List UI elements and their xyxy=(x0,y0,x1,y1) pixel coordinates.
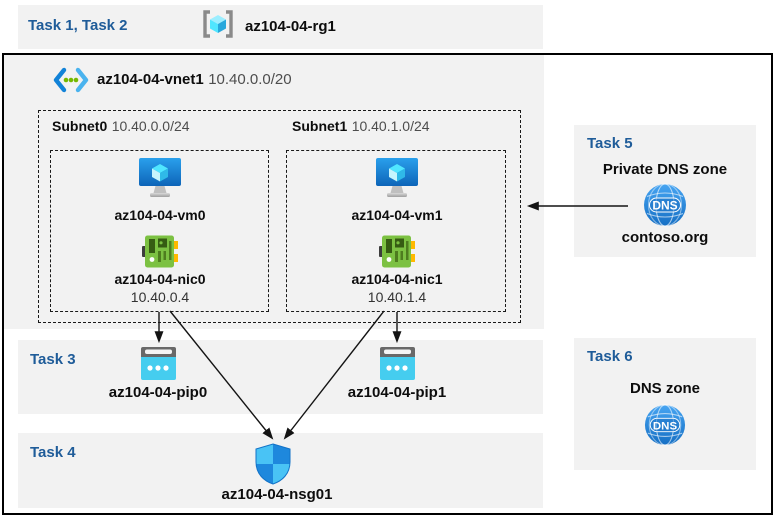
vnet-region xyxy=(4,55,544,329)
vm0-name: az104-04-vm0 xyxy=(114,207,206,223)
subnet1-name: Subnet1 xyxy=(292,118,348,134)
task6-label: Task 6 xyxy=(587,348,633,365)
tasks-1-2-label: Task 1, Task 2 xyxy=(28,17,128,34)
nic1-ip: 10.40.1.4 xyxy=(367,289,427,305)
task5-box: Task 5 Private DNS zone DNS contoso.org xyxy=(574,125,756,257)
subnet0-cidr: 10.40.0.0/24 xyxy=(111,118,190,134)
svg-text:DNS: DNS xyxy=(653,420,678,432)
task5-label: Task 5 xyxy=(587,135,633,152)
vnet-name: az104-04-vnet1 xyxy=(97,71,204,88)
subnets-container xyxy=(38,110,521,323)
nsg-name: az104-04-nsg01 xyxy=(221,486,333,503)
pip0-name: az104-04-pip0 xyxy=(108,384,208,401)
network-interface-icon xyxy=(379,235,415,268)
subnet0-title: Subnet0 10.40.0.0/24 xyxy=(52,118,190,136)
resource-group-band xyxy=(18,5,543,49)
subnet0-inner-box xyxy=(50,150,269,312)
svg-text:DNS: DNS xyxy=(652,199,677,213)
task3-band: Task 3 xyxy=(18,340,543,414)
dns-icon: DNS xyxy=(644,183,686,227)
task4-band: Task 4 xyxy=(18,433,543,508)
nic0-name: az104-04-nic0 xyxy=(114,271,206,287)
subnet1-inner-box xyxy=(286,150,506,312)
task3-label: Task 3 xyxy=(30,351,76,368)
public-ip-icon xyxy=(380,347,415,380)
network-interface-icon xyxy=(142,235,178,268)
subnet1-cidr: 10.40.1.0/24 xyxy=(351,118,430,134)
virtual-machine-icon xyxy=(376,158,418,197)
subnet1-title: Subnet1 10.40.1.0/24 xyxy=(292,118,430,136)
vm1-name: az104-04-vm1 xyxy=(351,207,443,223)
nic1-name: az104-04-nic1 xyxy=(351,271,443,287)
task4-label: Task 4 xyxy=(30,444,76,461)
vnet-title: az104-04-vnet1 10.40.0.0/20 xyxy=(97,71,292,89)
task6-box: Task 6 DNS zone DNS xyxy=(574,338,756,470)
network-security-group-icon xyxy=(255,443,291,485)
public-ip-icon xyxy=(141,347,176,380)
resource-group-name: az104-04-rg1 xyxy=(245,18,336,35)
virtual-network-icon xyxy=(53,67,89,93)
vnet-cidr: 10.40.0.0/20 xyxy=(208,71,292,88)
nic0-ip: 10.40.0.4 xyxy=(130,289,190,305)
private-dns-zone-title: Private DNS zone xyxy=(602,161,728,178)
resource-group-icon xyxy=(203,10,233,38)
private-dns-zone-name: contoso.org xyxy=(621,229,709,246)
virtual-machine-icon xyxy=(139,158,181,197)
pip1-name: az104-04-pip1 xyxy=(347,384,447,401)
subnet0-name: Subnet0 xyxy=(52,118,108,134)
diagram-outer-border xyxy=(2,53,773,515)
dns-icon: DNS xyxy=(644,404,686,446)
dns-zone-title: DNS zone xyxy=(629,380,700,397)
